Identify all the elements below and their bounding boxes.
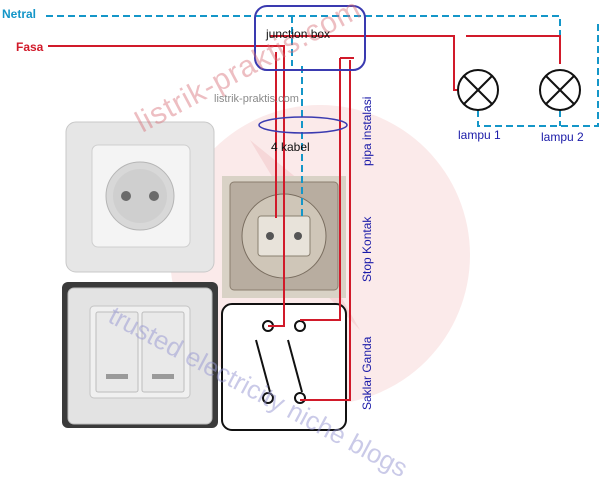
label-stop-kontak: Stop Kontak (360, 216, 374, 282)
label-junction-box: junction box (266, 27, 331, 41)
label-lampu-2: lampu 2 (541, 130, 584, 144)
lamp-2 (539, 69, 581, 111)
watermark-site: listrik-praktis.com (214, 93, 299, 105)
label-lampu-1: lampu 1 (458, 128, 501, 142)
label-pipa-instalasi: pipa instalasi (360, 96, 374, 166)
label-saklar-ganda: Saklar Ganda (360, 336, 374, 410)
socket-photo (65, 121, 215, 273)
diagram-canvas (46, 5, 599, 431)
label-kabel: 4 kabel (271, 140, 310, 154)
switch-lever-1 (255, 339, 271, 393)
junction-box-frame (254, 5, 366, 71)
lamp-1 (457, 69, 499, 111)
label-fasa: Fasa (16, 40, 44, 54)
switch-photo (62, 282, 218, 428)
cable-bundle-ring (258, 116, 348, 134)
label-netral: Netral (2, 7, 37, 21)
switch-lever-2 (287, 339, 303, 393)
